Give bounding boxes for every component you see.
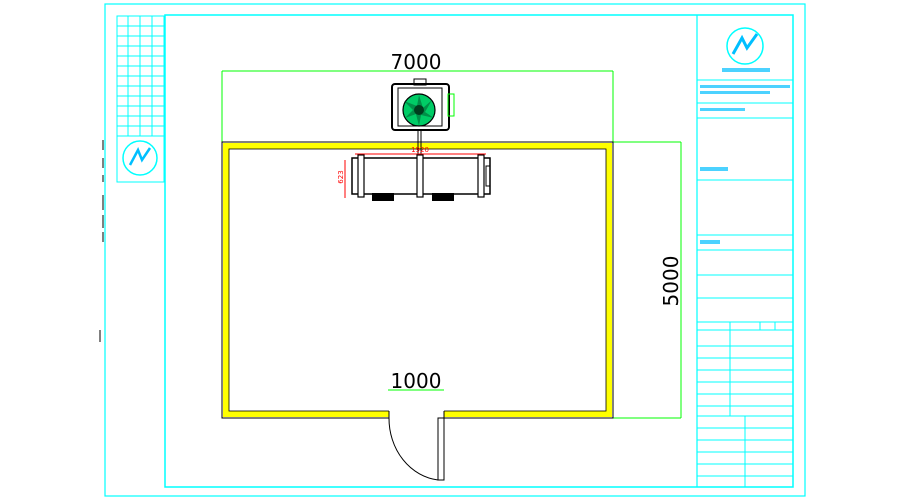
condensing-unit [391,78,455,158]
revision-strip [116,15,165,183]
brand-logo-icon [726,27,764,65]
height-dimension-label: 5000 [659,256,683,307]
side-notes [99,140,104,342]
outer-frame [104,3,806,497]
title-block [696,15,793,487]
unit-width-label: 1920 [411,146,429,154]
door [388,417,445,481]
evaporator-unit [344,153,491,201]
dimension-lines [221,70,682,419]
inner-frame [164,14,794,488]
width-dimension-label: 7000 [391,50,442,74]
door-dimension-label: 1000 [391,369,442,393]
unit-depth-label: 623 [337,170,345,183]
